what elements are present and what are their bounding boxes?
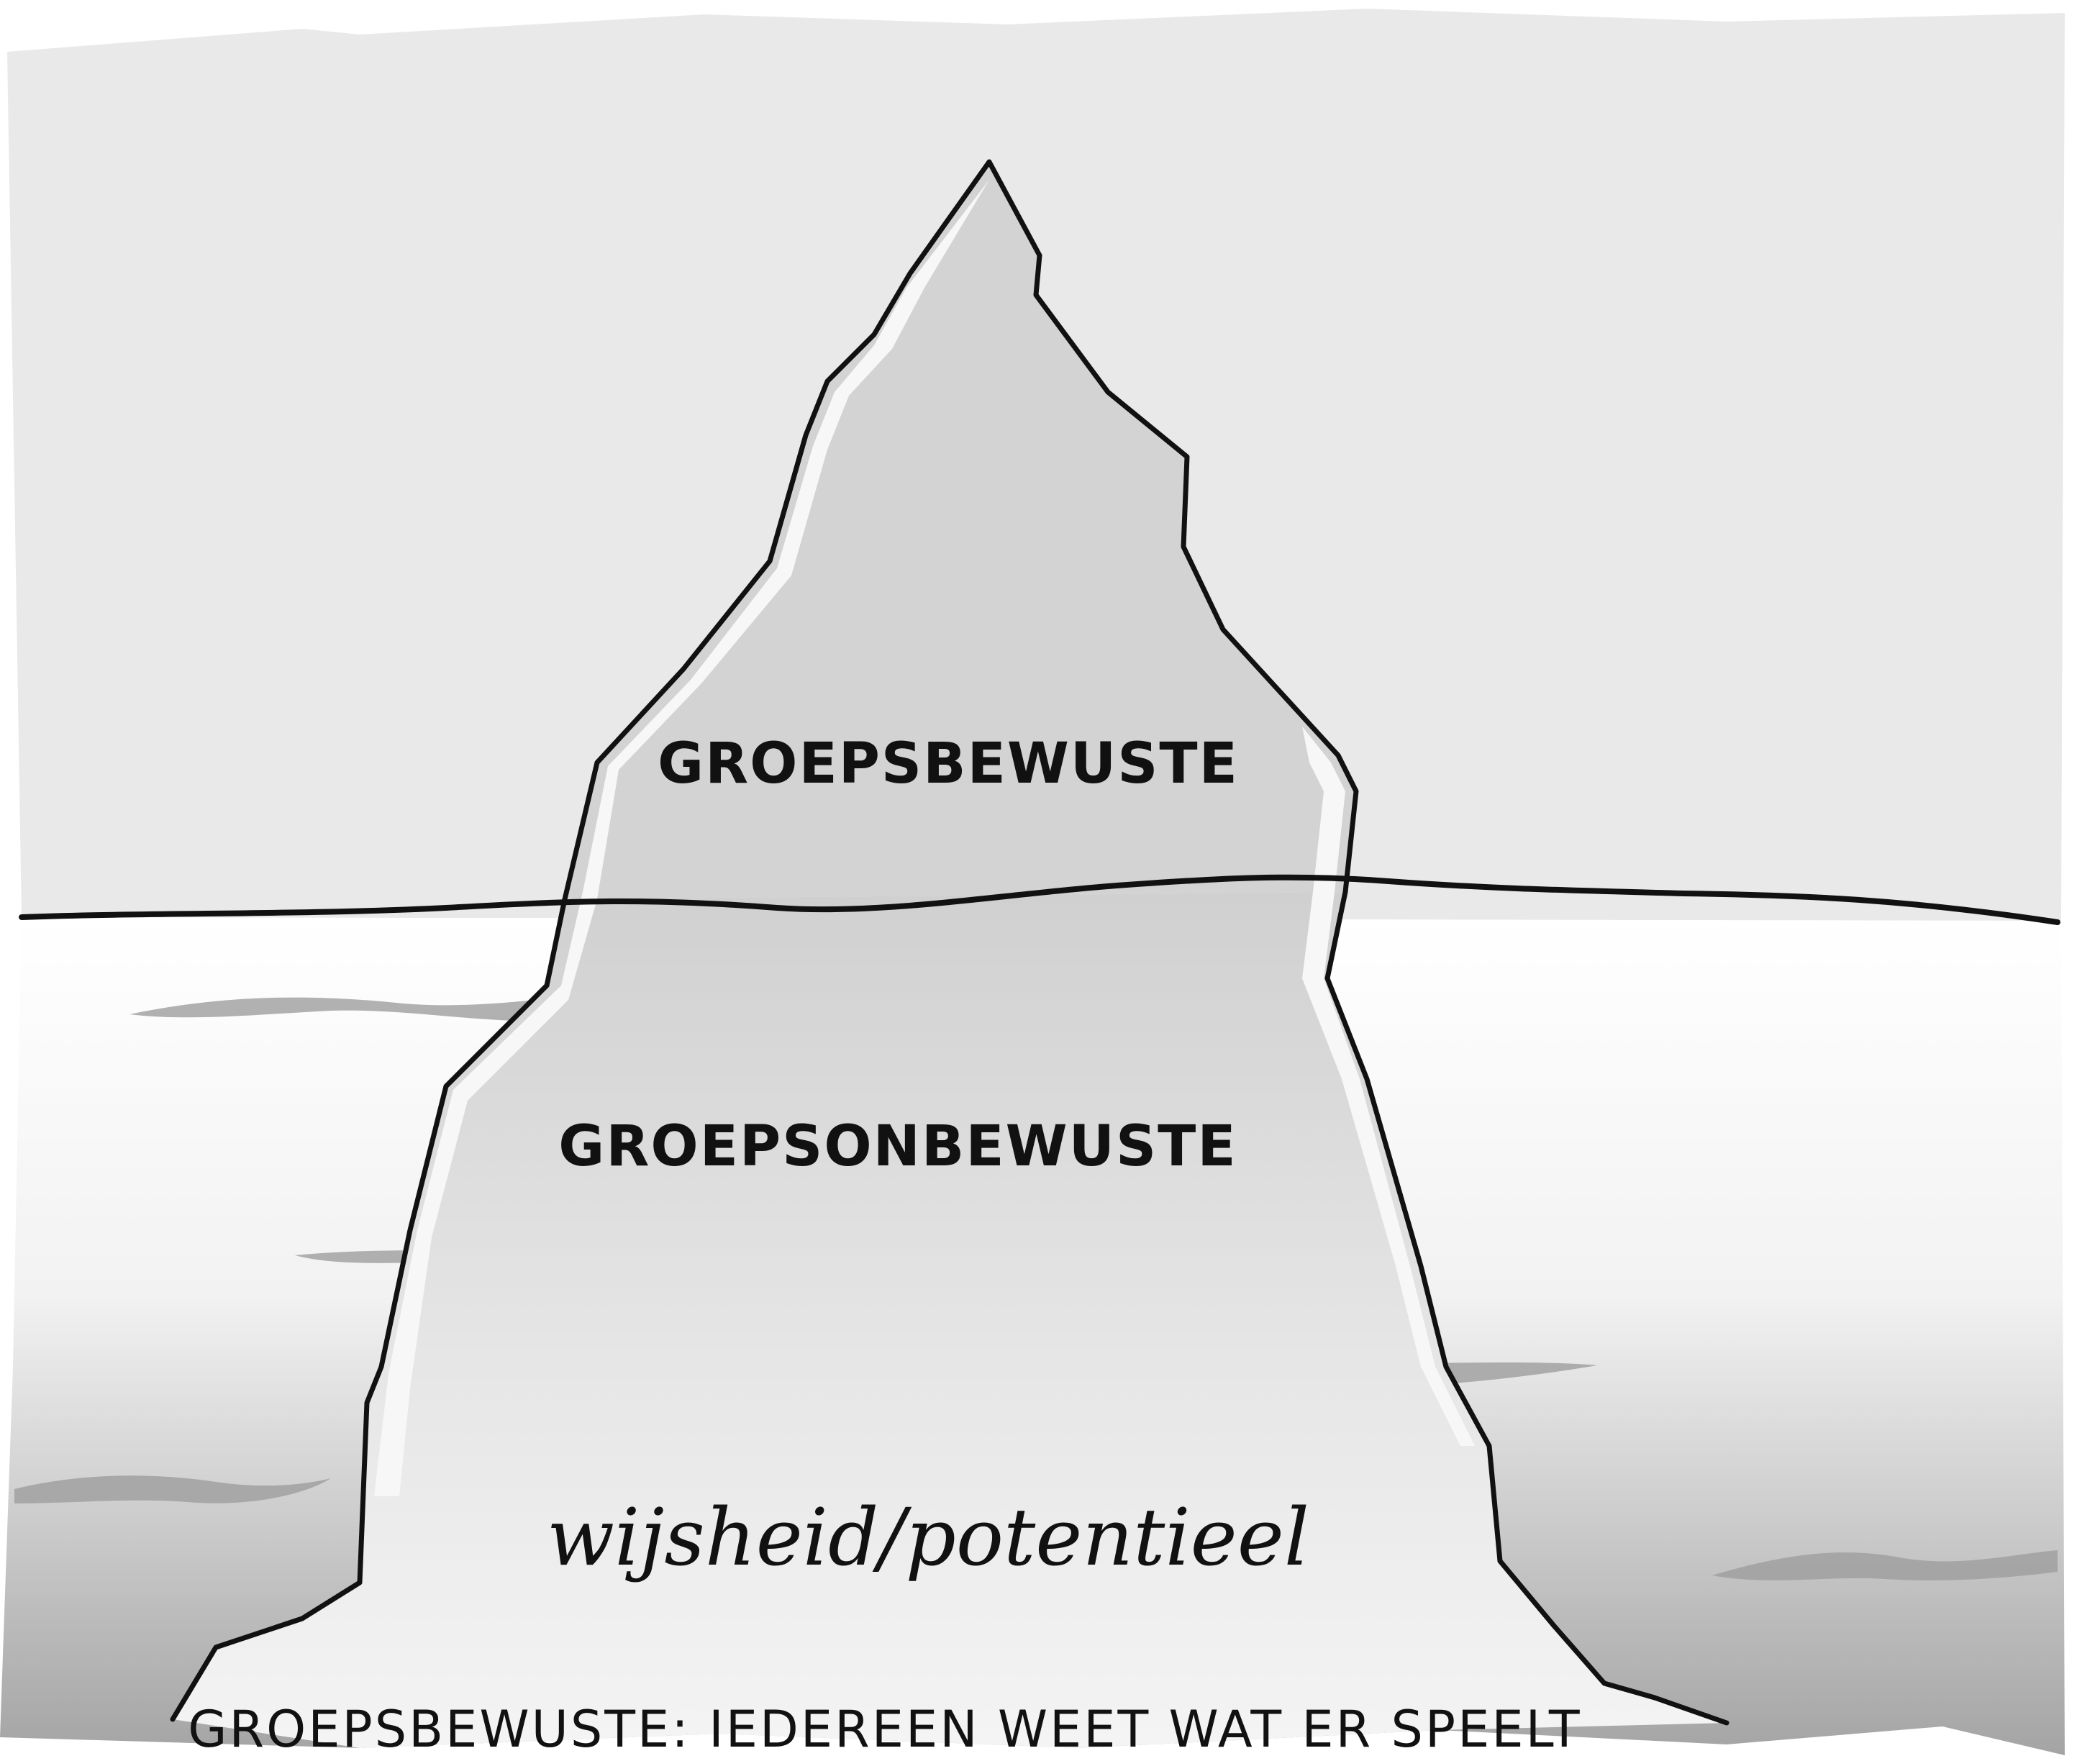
iceberg-middle-label: GROEPSONBEWUSTE	[558, 1114, 1237, 1179]
iceberg-bottom-label: wijsheid/potentieel	[547, 1491, 1309, 1583]
iceberg-top-label: GROEPSBEWUSTE	[658, 732, 1239, 796]
diagram-caption: GROEPSBEWUSTE: IEDEREEN WEET WAT ER SPEE…	[188, 1700, 1581, 1759]
